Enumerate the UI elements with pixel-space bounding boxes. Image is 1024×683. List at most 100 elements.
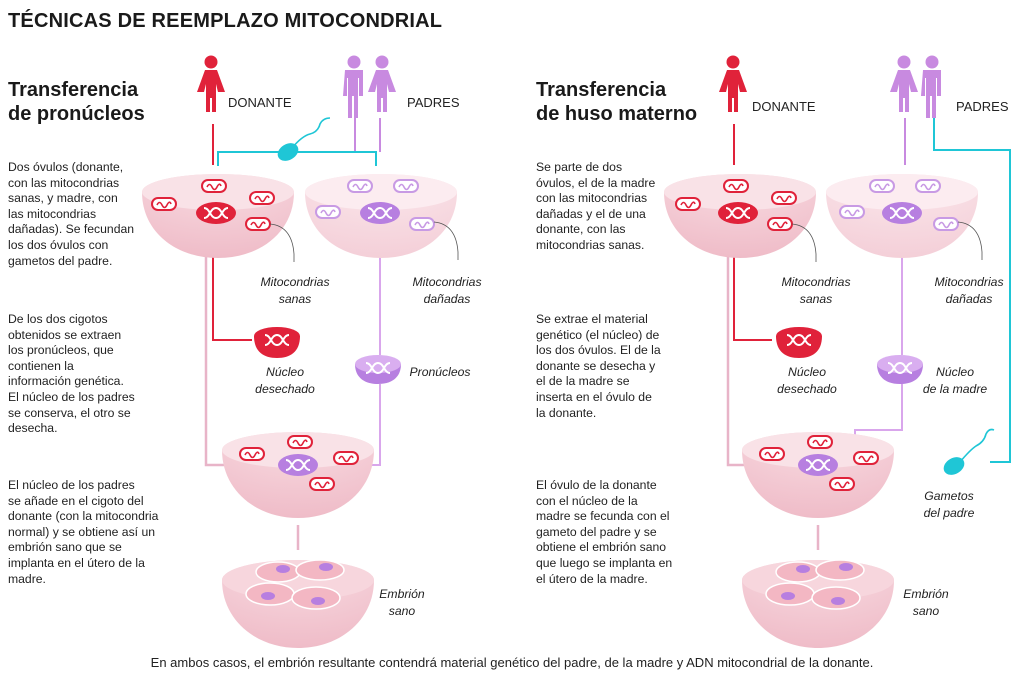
- left-heading-line: de pronúcleos: [8, 103, 145, 125]
- donor-icon: [197, 55, 225, 112]
- right-paragraph-2: Se extrae el material genético (el núcle…: [536, 312, 661, 421]
- text-line: mitocondrias sanas.: [536, 237, 645, 252]
- text-line: donante (con la mitocondria: [8, 509, 159, 524]
- label-line: del padre: [923, 506, 975, 520]
- right-label-mother-nucleus: Núcleo de la madre: [910, 364, 1000, 398]
- label-line: Núcleo: [788, 365, 826, 379]
- donor-nucleus: [196, 202, 236, 224]
- label-line: desechado: [255, 382, 315, 396]
- text-line: De los dos cigotos: [8, 312, 108, 326]
- text-line: madre.: [8, 571, 46, 586]
- text-line: información genética.: [8, 374, 124, 389]
- text-line: Se parte de dos: [536, 160, 623, 174]
- text-line: con las mitocondrias: [8, 175, 120, 190]
- text-line: donante se desecha y: [536, 358, 656, 373]
- label-line: Mitocondrias: [260, 275, 330, 289]
- right-paragraph-1: Se parte de dos óvulos, el de la madre c…: [536, 160, 655, 254]
- right-mother-egg: [826, 174, 978, 258]
- label-line: Embrión: [903, 587, 949, 601]
- text-line: inserta en el óvulo de: [536, 389, 652, 404]
- text-line: que luego se implanta en: [536, 555, 673, 570]
- left-donor-egg: [142, 174, 294, 258]
- father-icon: [921, 55, 941, 118]
- left-paragraph-3: El núcleo de los padres se añade en el c…: [8, 478, 158, 587]
- label-line: dañadas: [945, 292, 993, 306]
- left-pronuclei: [355, 355, 401, 384]
- right-label-discarded: Núcleo desechado: [762, 364, 852, 398]
- label-line: dañadas: [423, 292, 471, 306]
- footer-note: En ambos casos, el embrión resultante co…: [150, 655, 874, 670]
- label-line: Embrión: [379, 587, 425, 601]
- right-sperm-icon: [940, 428, 995, 479]
- left-heading: Transferencia de pronúcleos: [8, 78, 145, 126]
- label-line: Gametos: [924, 489, 974, 503]
- label-line: Mitocondrias: [412, 275, 482, 289]
- text-line: se conserva, el otro se: [8, 405, 131, 420]
- label-line: de la madre: [922, 382, 988, 396]
- text-line: donante, con las: [536, 222, 626, 237]
- right-embryo: [742, 559, 894, 648]
- right-heading-line: de huso materno: [536, 103, 698, 125]
- right-label-damaged: Mitocondrias dañadas: [924, 274, 1014, 308]
- right-parents-label: PADRES: [956, 99, 1009, 114]
- label-line: sanas: [278, 292, 312, 306]
- label-line: Núcleo: [936, 365, 974, 379]
- father-icon: [343, 55, 363, 118]
- text-line: óvulos, el de la madre: [536, 175, 656, 190]
- text-line: la donante.: [536, 405, 597, 420]
- text-line: desecha.: [8, 421, 58, 436]
- label-line: Mitocondrias: [781, 275, 851, 289]
- label-line: sano: [388, 604, 416, 618]
- label-line: sano: [912, 604, 940, 618]
- left-donor-label: DONANTE: [228, 95, 292, 110]
- text-line: gameto del padre y se: [536, 524, 657, 539]
- page-title: TÉCNICAS DE REEMPLAZO MITOCONDRIAL: [8, 10, 443, 32]
- text-line: las mitocondrias: [8, 206, 97, 221]
- left-label-healthy: Mitocondrias sanas: [250, 274, 340, 308]
- right-recombined-egg: [742, 432, 894, 518]
- text-line: implanta en el útero de la: [8, 555, 145, 570]
- left-heading-line: Transferencia: [8, 79, 139, 101]
- text-line: obtenidos se extraen: [8, 327, 122, 342]
- right-label-gametes: Gametos del padre: [904, 488, 994, 522]
- text-line: El óvulo de la donante: [536, 478, 657, 492]
- text-line: Se extrae el material: [536, 312, 648, 326]
- text-line: los dos óvulos. El de la: [536, 343, 661, 358]
- left-parents-label: PADRES: [407, 95, 460, 110]
- left-embryo: [222, 559, 374, 648]
- label-line: sanas: [799, 292, 833, 306]
- left-mother-egg: [305, 174, 457, 258]
- right-heading-line: Transferencia: [536, 79, 667, 101]
- text-line: el útero de la madre.: [536, 571, 648, 586]
- text-line: contienen la: [8, 358, 74, 373]
- donor-icon: [719, 55, 747, 112]
- text-line: dañadas). Se fecundan: [8, 222, 135, 237]
- left-sperm-icon: [274, 117, 331, 165]
- text-line: el de la madre se: [536, 374, 630, 389]
- text-line: con el núcleo de la: [536, 493, 638, 508]
- left-discarded-nucleus: [254, 327, 300, 358]
- text-line: dañadas y el de una: [536, 206, 646, 221]
- text-line: sanas, y madre, con: [8, 191, 118, 206]
- mother-nucleus: [360, 202, 400, 224]
- right-label-embryo: Embrión sano: [896, 586, 956, 620]
- text-line: genético (el núcleo) de: [536, 327, 660, 342]
- mother-nucleus: [882, 202, 922, 224]
- text-line: con las mitocondrias: [536, 191, 648, 206]
- text-line: los dos óvulos con: [8, 237, 109, 252]
- left-label-embryo: Embrión sano: [372, 586, 432, 620]
- right-connector-lines: [726, 118, 1011, 550]
- label-line: Mitocondrias: [934, 275, 1004, 289]
- left-label-pronuclei: Pronúcleos: [400, 364, 480, 381]
- right-mother-nucleus-extracted: [877, 355, 923, 384]
- label-line: desechado: [777, 382, 837, 396]
- left-recombined-egg: [222, 432, 374, 518]
- text-line: los pronúcleos, que: [8, 343, 114, 358]
- text-line: El núcleo de los padres: [8, 478, 135, 492]
- label-line: Pronúcleos: [409, 365, 471, 379]
- donor-nucleus: [718, 202, 758, 224]
- left-label-damaged: Mitocondrias dañadas: [402, 274, 492, 308]
- right-paragraph-3: El óvulo de la donante con el núcleo de …: [536, 478, 672, 587]
- right-donor-label: DONANTE: [752, 99, 816, 114]
